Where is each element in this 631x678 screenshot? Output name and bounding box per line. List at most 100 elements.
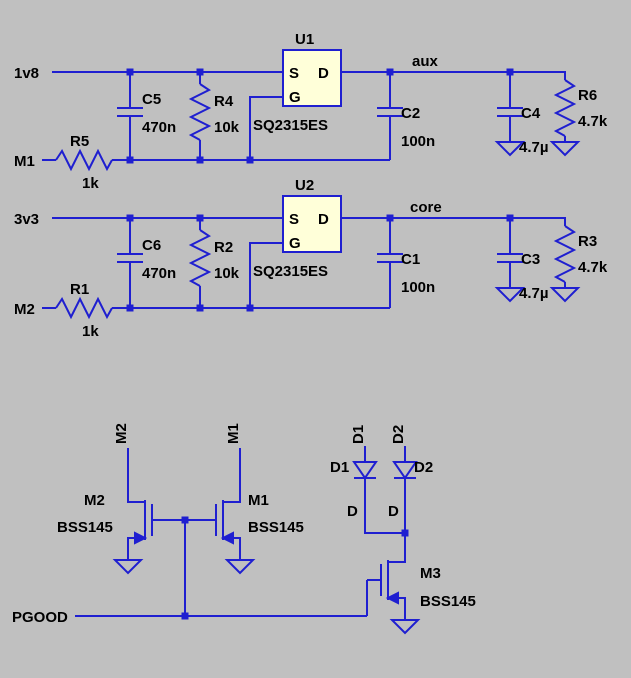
label-u1-ref[interactable]: U1 <box>295 31 314 48</box>
label-u1-pin-s: S <box>289 65 299 82</box>
label-r4-ref[interactable]: R4 <box>214 93 234 110</box>
label-c4-value[interactable]: 4.7µ <box>519 139 549 156</box>
label-c3-value[interactable]: 4.7µ <box>519 285 549 302</box>
label-u2-pin-d: D <box>318 211 329 228</box>
junction-dot <box>246 156 254 164</box>
net-label-d2-anode[interactable]: D2 <box>390 425 407 444</box>
label-r3-ref[interactable]: R3 <box>578 233 597 250</box>
net-label-m2-sense[interactable]: M2 <box>14 301 35 318</box>
label-c5-ref[interactable]: C5 <box>142 91 161 108</box>
resistor-symbol-r1[interactable] <box>55 298 113 318</box>
net-label-pgood[interactable]: PGOOD <box>12 609 68 626</box>
diode-symbol-d2[interactable] <box>393 461 417 479</box>
mosfet-box-u2[interactable] <box>282 195 342 253</box>
label-u1-pin-d: D <box>318 65 329 82</box>
label-c5-value[interactable]: 470n <box>142 119 176 136</box>
label-m3-ref[interactable]: M3 <box>420 565 441 582</box>
label-r1-ref[interactable]: R1 <box>70 281 89 298</box>
mosfet-symbol-m1[interactable] <box>201 479 241 561</box>
net-label-1v8[interactable]: 1v8 <box>14 65 39 82</box>
label-r5-ref[interactable]: R5 <box>70 133 89 150</box>
junction-dot <box>196 214 204 222</box>
label-r6-ref[interactable]: R6 <box>578 87 597 104</box>
circuit-aux-rail: 1v8 aux M1 C5 470n R4 10k R5 1k U1 S D G… <box>14 31 608 192</box>
label-u2-pin-s: S <box>289 211 299 228</box>
net-label-m1-drain[interactable]: M1 <box>225 423 242 444</box>
circuit-pgood: M2 M1 D1 D2 M2 BSS145 M1 BSS145 D1 D2 D … <box>12 423 476 634</box>
junction-dot <box>181 516 189 524</box>
ground-symbol[interactable] <box>551 141 579 156</box>
junction-dot <box>126 214 134 222</box>
label-c4-ref[interactable]: C4 <box>521 105 541 122</box>
label-d1-ref[interactable]: D1 <box>330 459 349 476</box>
capacitor-symbol-c3[interactable] <box>496 253 524 263</box>
resistor-symbol-r3[interactable] <box>555 225 575 283</box>
label-c1-ref[interactable]: C1 <box>401 251 420 268</box>
ground-symbol[interactable] <box>551 287 579 302</box>
net-label-aux[interactable]: aux <box>412 53 439 70</box>
junction-dot <box>126 68 134 76</box>
capacitor-symbol-c5[interactable] <box>116 107 144 117</box>
net-label-d2-cathode[interactable]: D <box>388 503 399 520</box>
wire[interactable] <box>364 478 405 534</box>
label-r6-value[interactable]: 4.7k <box>578 113 608 130</box>
label-c3-ref[interactable]: C3 <box>521 251 540 268</box>
junction-dot <box>506 68 514 76</box>
label-r1-value[interactable]: 1k <box>82 323 99 340</box>
label-m1-ref[interactable]: M1 <box>248 492 269 509</box>
wire[interactable] <box>341 71 566 80</box>
label-m1-part[interactable]: BSS145 <box>248 519 304 536</box>
net-label-m2-drain[interactable]: M2 <box>113 423 130 444</box>
junction-dot <box>196 68 204 76</box>
capacitor-symbol-c2[interactable] <box>376 107 404 117</box>
net-label-d1-cathode[interactable]: D <box>347 503 358 520</box>
ground-symbol[interactable] <box>226 559 254 574</box>
net-label-d1-anode[interactable]: D1 <box>350 425 367 444</box>
label-u1-part[interactable]: SQ2315ES <box>253 117 328 134</box>
wire[interactable] <box>249 242 283 308</box>
label-u1-pin-g: G <box>289 89 301 106</box>
label-u2-ref[interactable]: U2 <box>295 177 314 194</box>
label-c6-value[interactable]: 470n <box>142 265 176 282</box>
resistor-symbol-r5[interactable] <box>55 150 113 170</box>
capacitor-symbol-c6[interactable] <box>116 253 144 263</box>
resistor-symbol-r6[interactable] <box>555 79 575 137</box>
mosfet-symbol-m2[interactable] <box>127 479 167 561</box>
ground-symbol[interactable] <box>114 559 142 574</box>
label-c6-ref[interactable]: C6 <box>142 237 161 254</box>
label-c2-value[interactable]: 100n <box>401 133 435 150</box>
ground-symbol[interactable] <box>391 619 419 634</box>
label-r5-value[interactable]: 1k <box>82 175 99 192</box>
net-label-3v3[interactable]: 3v3 <box>14 211 39 228</box>
label-r3-value[interactable]: 4.7k <box>578 259 608 276</box>
label-c1-value[interactable]: 100n <box>401 279 435 296</box>
label-m3-part[interactable]: BSS145 <box>420 593 476 610</box>
junction-dot <box>126 156 134 164</box>
mosfet-box-u1[interactable] <box>282 49 342 107</box>
mosfet-symbol-m3[interactable] <box>366 539 406 621</box>
label-m2-ref[interactable]: M2 <box>84 492 105 509</box>
net-label-m1-sense[interactable]: M1 <box>14 153 35 170</box>
junction-dot <box>196 304 204 312</box>
diode-symbol-d1[interactable] <box>353 461 377 479</box>
capacitor-symbol-c1[interactable] <box>376 253 404 263</box>
capacitor-symbol-c4[interactable] <box>496 107 524 117</box>
net-label-core[interactable]: core <box>410 199 442 216</box>
label-d2-ref[interactable]: D2 <box>414 459 433 476</box>
junction-dot <box>386 214 394 222</box>
label-c2-ref[interactable]: C2 <box>401 105 420 122</box>
resistor-symbol-r2[interactable] <box>190 229 210 287</box>
label-r2-ref[interactable]: R2 <box>214 239 233 256</box>
label-u2-pin-g: G <box>289 235 301 252</box>
label-u2-part[interactable]: SQ2315ES <box>253 263 328 280</box>
label-r2-value[interactable]: 10k <box>214 265 240 282</box>
resistor-symbol-r4[interactable] <box>190 83 210 141</box>
wire[interactable] <box>249 96 283 160</box>
label-r4-value[interactable]: 10k <box>214 119 240 136</box>
junction-dot <box>386 68 394 76</box>
junction-dot <box>401 529 409 537</box>
label-m2-part[interactable]: BSS145 <box>57 519 113 536</box>
junction-dot <box>246 304 254 312</box>
wire[interactable] <box>341 217 566 226</box>
